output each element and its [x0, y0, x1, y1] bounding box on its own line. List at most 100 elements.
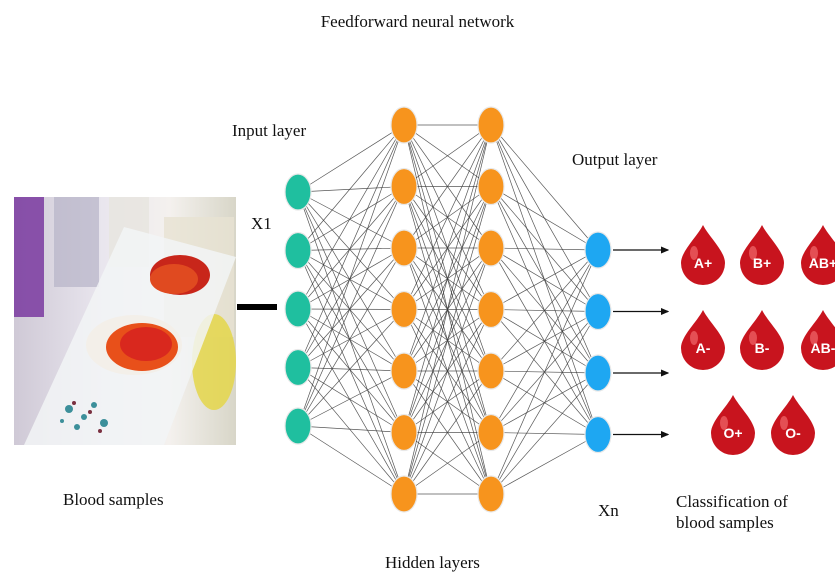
network-edge: [297, 191, 405, 249]
network-edge: [297, 186, 405, 427]
network-edge: [297, 124, 405, 193]
blood-samples-photo: [14, 197, 236, 445]
network-edge: [297, 425, 405, 495]
network-edge: [297, 124, 405, 427]
blood-type-label: AB+: [809, 255, 835, 271]
network-edge: [297, 308, 405, 495]
blood-type-label: A-: [696, 340, 711, 356]
input-node: [284, 231, 312, 270]
blood-type-label: B+: [753, 255, 771, 271]
hidden-node-layer1: [390, 352, 418, 390]
network-edge: [297, 367, 405, 372]
network-edge: [297, 308, 405, 372]
hidden-node-layer2: [477, 290, 505, 329]
blood-type-label: B-: [755, 340, 770, 356]
network-nodes: [284, 106, 612, 513]
network-edge: [297, 247, 405, 310]
blood-type-label: O-: [785, 425, 801, 441]
blood-type-label: O+: [723, 425, 742, 441]
network-edge: [403, 124, 492, 372]
network-edge: [297, 247, 405, 368]
network-edge: [403, 186, 492, 495]
network-edge: [297, 186, 405, 193]
blood-drop-Aneg: A-: [681, 310, 725, 370]
network-edge: [297, 186, 405, 310]
network-edge: [297, 308, 405, 310]
network-edge: [297, 425, 405, 433]
network-edge: [297, 367, 405, 433]
blood-type-label: A+: [694, 255, 712, 271]
input-node: [284, 407, 312, 445]
network-edge: [297, 308, 405, 433]
network-edge: [297, 124, 405, 368]
hidden-node-layer1: [390, 167, 418, 206]
network-edge: [490, 247, 599, 251]
hidden-layers-label: Hidden layers: [385, 553, 480, 572]
network-edge: [490, 186, 599, 251]
blood-drop-Bneg: B-: [740, 310, 784, 370]
network-edge: [297, 247, 405, 251]
network-edge: [297, 250, 405, 495]
blood-drop-Opos: O+: [711, 395, 755, 455]
blood-type-drops: A+ B+ AB+ A- B- AB- O+ O-: [681, 225, 835, 455]
classification-label-line1: Classification of: [676, 492, 788, 511]
x1-label: X1: [251, 214, 272, 233]
diagram-title: Feedforward neural network: [320, 12, 515, 31]
network-edge: [403, 124, 492, 310]
network-edge: [490, 372, 599, 495]
classification-label-line2: blood samples: [676, 513, 774, 533]
network-edge: [297, 250, 405, 433]
network-edge: [297, 370, 405, 427]
network-edge: [297, 191, 405, 372]
xn-label: Xn: [598, 501, 619, 520]
input-layer-label: Input layer: [232, 121, 307, 140]
blood-samples-image: [14, 197, 236, 445]
hidden-node-layer2: [477, 229, 505, 267]
network-edge: [403, 124, 492, 495]
hidden-node-layer2: [477, 413, 505, 452]
blood-drop-ABneg: AB-: [801, 310, 835, 370]
classification-label: Classification of blood samples: [676, 491, 788, 534]
network-edge: [403, 432, 492, 495]
blood-drop-Apos: A+: [681, 225, 725, 285]
hidden-node-layer1: [390, 229, 418, 267]
input-node: [284, 173, 312, 211]
network-edge: [297, 250, 405, 372]
hidden-node-layer2: [477, 475, 505, 513]
output-node: [584, 354, 612, 392]
blood-samples-label: Blood samples: [63, 490, 164, 509]
blood-drop-Bpos: B+: [740, 225, 784, 285]
output-node: [584, 292, 612, 331]
network-edge: [297, 367, 405, 495]
network-edge: [297, 309, 405, 427]
network-edge: [490, 249, 599, 433]
network-edge: [490, 311, 599, 495]
network-edge: [297, 186, 405, 251]
network-edge: [403, 309, 492, 495]
network-edge: [297, 247, 405, 427]
hidden-node-layer2: [477, 352, 505, 390]
output-layer-label: Output layer: [572, 150, 658, 169]
network-edge: [490, 124, 599, 251]
network-edges: [297, 124, 599, 495]
network-edge: [297, 124, 405, 251]
network-edge: [297, 186, 405, 368]
output-node: [584, 415, 612, 454]
blood-type-label: AB-: [811, 340, 835, 356]
output-node: [584, 231, 612, 269]
hidden-node-layer1: [390, 413, 418, 452]
network-edge: [403, 124, 492, 249]
hidden-node-layer2: [477, 167, 505, 206]
hidden-node-layer2: [477, 106, 505, 144]
input-node: [284, 290, 312, 328]
blood-drop-Oneg: O-: [771, 395, 815, 455]
network-edge: [297, 191, 405, 310]
hidden-node-layer1: [390, 106, 418, 144]
network-edge: [490, 434, 599, 495]
hidden-node-layer1: [390, 475, 418, 513]
blood-drop-ABpos: AB+: [801, 225, 835, 285]
network-edge: [490, 249, 599, 495]
network-edge: [403, 247, 492, 495]
hidden-node-layer1: [390, 290, 418, 329]
network-edge: [490, 249, 599, 372]
